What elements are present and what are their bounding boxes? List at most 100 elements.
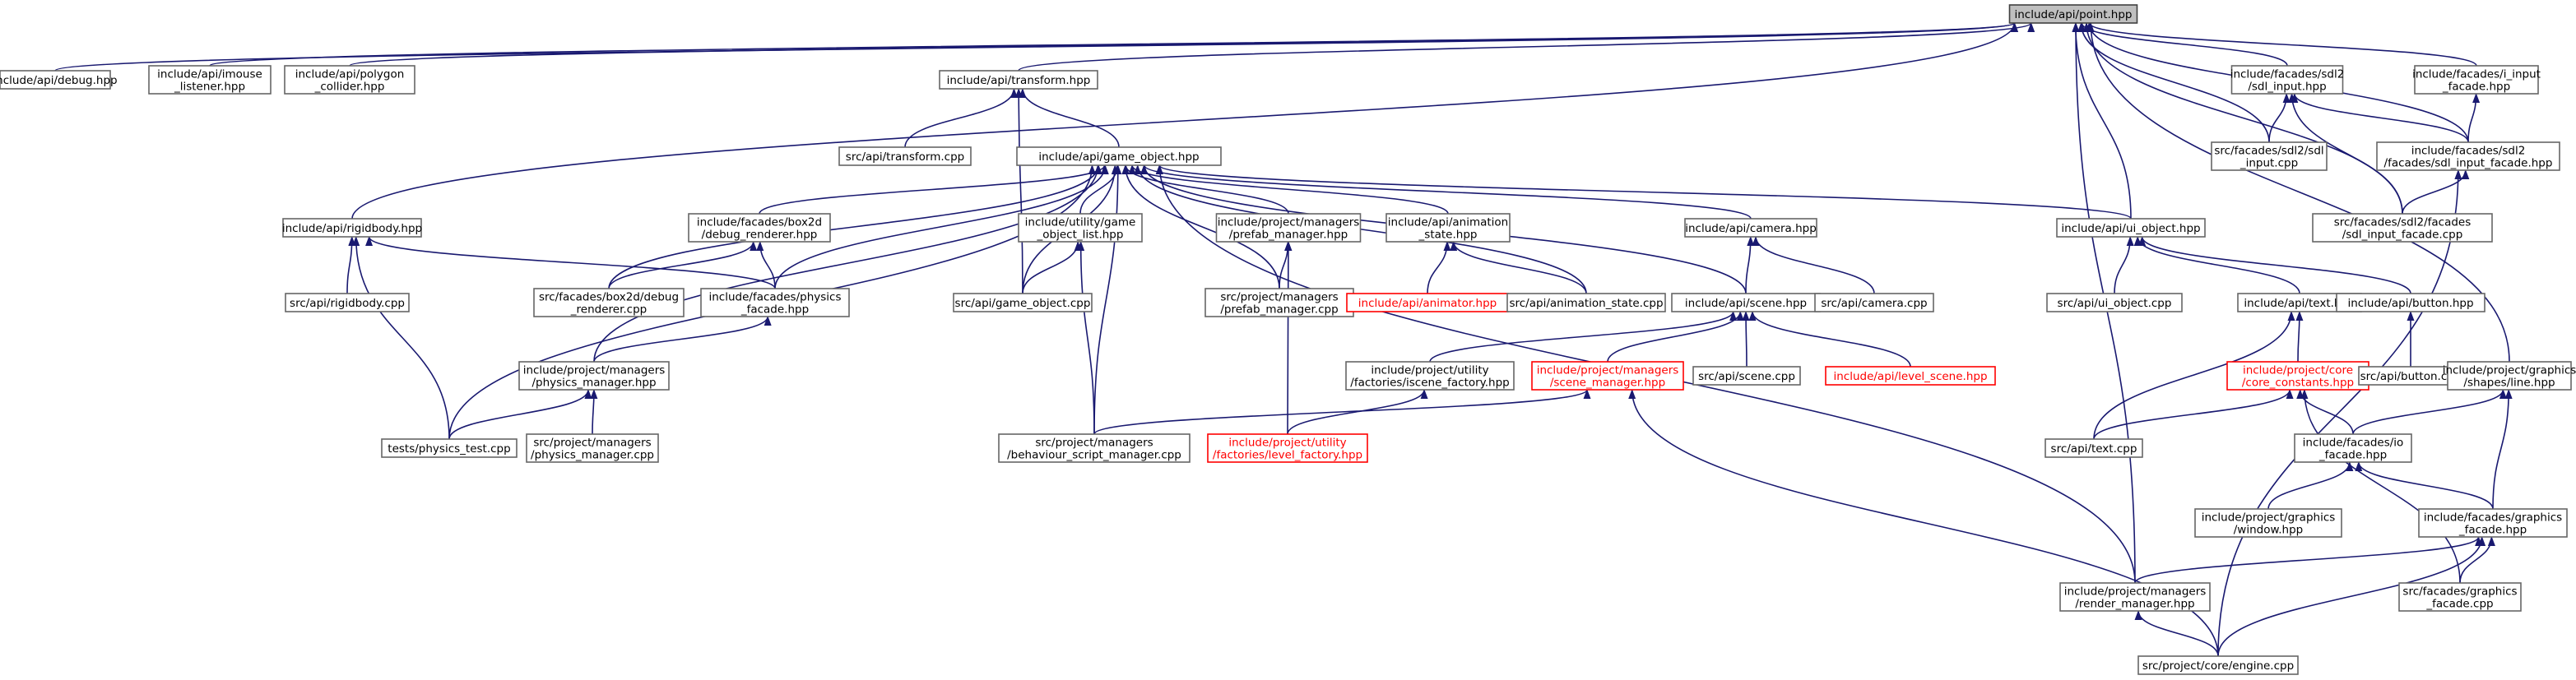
file-node[interactable]: include/api/animation_state.hpp <box>1385 213 1511 243</box>
file-node[interactable]: include/project/utility/factories/level_… <box>1207 433 1368 463</box>
file-node-box <box>2447 361 2572 391</box>
file-node[interactable]: tests/physics_test.cpp <box>381 438 518 458</box>
file-node[interactable]: src/facades/graphics_facade.cpp <box>2398 582 2522 612</box>
file-node-label: include/facades/i_input <box>2412 68 2541 81</box>
file-node[interactable]: src/api/button.cpp <box>2358 366 2463 386</box>
file-node[interactable]: include/api/game_object.hpp <box>1016 146 1222 166</box>
file-node[interactable]: include/api/polygon_collider.hpp <box>284 65 415 95</box>
file-node-label: include/utility/game <box>1025 216 1136 229</box>
file-node-box <box>2398 582 2522 612</box>
file-node[interactable]: include/project/managers/physics_manager… <box>518 361 670 391</box>
file-node[interactable]: src/api/scene.cpp <box>1692 366 1801 386</box>
file-node-label: src/facades/sdl2/sdl <box>2214 145 2323 158</box>
file-node-label: _state.hpp <box>1418 229 1478 242</box>
file-node-box <box>1204 288 1354 317</box>
file-node[interactable]: include/api/transform.hpp <box>939 70 1098 90</box>
file-node-label: /sdl_input_facade.cpp <box>2342 229 2463 242</box>
file-node[interactable]: include/api/debug.hpp <box>0 70 118 90</box>
file-node[interactable]: include/project/core/core_constants.hpp <box>2226 361 2369 391</box>
file-node[interactable]: include/facades/io_facade.hpp <box>2294 433 2412 463</box>
file-node[interactable]: src/project/managers/physics_manager.cpp <box>526 433 659 463</box>
file-node[interactable]: include/facades/graphics_facade.hpp <box>2418 508 2568 538</box>
file-node[interactable]: include/project/utility/factories/iscene… <box>1345 361 1515 391</box>
file-node-label: tests/physics_test.cpp <box>388 442 510 456</box>
file-node[interactable]: include/project/graphics/window.hpp <box>2194 508 2342 538</box>
file-node-box <box>518 361 670 391</box>
file-node-label: src/facades/box2d/debug <box>539 291 679 304</box>
file-node-box <box>148 65 272 95</box>
file-node-box <box>1207 433 1368 463</box>
file-node[interactable]: include/project/graphics/shapes/line.hpp <box>2443 361 2576 391</box>
file-node[interactable]: include/facades/box2d/debug_renderer.hpp <box>688 213 831 243</box>
file-node[interactable]: src/api/text.cpp <box>2045 438 2143 458</box>
file-node[interactable]: include/api/rigidbody.hpp <box>282 218 422 238</box>
dependency-edge <box>365 236 776 289</box>
file-node[interactable]: include/facades/sdl2/facades/sdl_input_f… <box>2376 141 2560 171</box>
file-node[interactable]: src/facades/sdl2/sdl_input.cpp <box>2211 141 2328 171</box>
file-node-box <box>953 293 1093 312</box>
file-node-label: include/api/rigidbody.hpp <box>282 222 422 235</box>
file-node-label: src/project/managers <box>1220 291 1338 304</box>
file-node-label: _facade.hpp <box>740 303 809 317</box>
file-node[interactable]: include/facades/i_input_facade.hpp <box>2412 65 2541 95</box>
file-node[interactable]: include/project/managers/render_manager.… <box>2059 582 2211 612</box>
file-node-label: include/api/button.hpp <box>2347 297 2473 310</box>
file-node-label: _listener.hpp <box>174 81 245 94</box>
dependency-edge <box>2133 236 2300 294</box>
dependency-edge <box>1093 164 1122 435</box>
dependency-edge <box>2134 610 2219 657</box>
file-node[interactable]: include/api/camera.hpp <box>1684 218 1817 238</box>
dependency-edge <box>2402 169 2470 215</box>
file-node-box <box>381 438 518 458</box>
file-node[interactable]: src/project/managers/prefab_manager.cpp <box>1204 288 1354 317</box>
file-node[interactable]: src/project/core/engine.cpp <box>2137 655 2299 675</box>
file-node-label: /shapes/line.hpp <box>2463 377 2555 390</box>
file-node[interactable]: include/facades/physics_facade.hpp <box>700 288 850 317</box>
dependency-edge <box>2086 22 2477 67</box>
root-file-node[interactable]: include/api/point.hpp <box>2008 4 2138 24</box>
file-node-box <box>2312 213 2493 243</box>
file-node[interactable]: include/utility/game_object_list.hpp <box>1018 213 1143 243</box>
dependency-edge <box>1287 389 1428 435</box>
dependency-edge <box>904 88 1018 148</box>
file-node[interactable]: src/api/transform.cpp <box>838 146 972 166</box>
file-node-box <box>2046 293 2183 312</box>
file-node-box <box>1345 361 1515 391</box>
file-node[interactable]: include/api/button.hpp <box>2336 293 2485 312</box>
file-node[interactable]: include/api/level_scene.hpp <box>1825 366 1996 386</box>
file-node-label: _facade.hpp <box>2442 81 2510 94</box>
file-node[interactable]: include/api/scene.hpp <box>1671 293 1821 312</box>
file-node[interactable]: src/facades/box2d/debug_renderer.cpp <box>533 288 685 317</box>
dependency-edge <box>1140 164 1752 220</box>
file-node-label: include/facades/sdl2 <box>2411 145 2526 158</box>
file-node-box <box>939 70 1098 90</box>
file-node[interactable]: include/project/managers/prefab_manager.… <box>1215 213 1362 243</box>
file-node-label: src/api/ui_object.cpp <box>2058 297 2172 310</box>
file-node[interactable]: include/project/managers/scene_manager.h… <box>1531 361 1684 391</box>
file-node-box <box>688 213 831 243</box>
dependency-edge <box>590 389 598 435</box>
dependency-edge <box>1748 311 1911 368</box>
dependency-edge <box>2300 389 2461 584</box>
file-node[interactable]: include/facades/sdl2/sdl_input.hpp <box>2230 65 2345 95</box>
file-node[interactable]: src/api/rigidbody.cpp <box>285 293 410 312</box>
file-node-box <box>1018 213 1143 243</box>
file-node[interactable]: src/api/ui_object.cpp <box>2046 293 2183 312</box>
file-node-label: _facade.hpp <box>2318 449 2387 462</box>
file-node-box <box>998 433 1191 463</box>
file-node-label: src/project/managers <box>1035 437 1153 450</box>
file-node[interactable]: src/api/animation_state.cpp <box>1506 293 1666 312</box>
file-node-box <box>285 293 410 312</box>
dependency-edge <box>2077 22 2270 143</box>
file-node[interactable]: src/api/game_object.cpp <box>953 293 1093 312</box>
file-node[interactable]: include/api/ui_object.hpp <box>2056 218 2206 238</box>
file-node[interactable]: include/api/imouse_listener.hpp <box>148 65 272 95</box>
file-node[interactable]: include/api/animator.hpp <box>1346 293 1509 312</box>
file-node-label: src/facades/graphics <box>2402 585 2517 599</box>
file-node[interactable]: src/facades/sdl2/facades/sdl_input_facad… <box>2312 213 2493 243</box>
dependency-edge <box>1752 236 1875 294</box>
file-node-box <box>1506 293 1666 312</box>
file-node[interactable]: src/project/managers/behaviour_script_ma… <box>998 433 1191 463</box>
file-node[interactable]: src/api/camera.cpp <box>1814 293 1934 312</box>
